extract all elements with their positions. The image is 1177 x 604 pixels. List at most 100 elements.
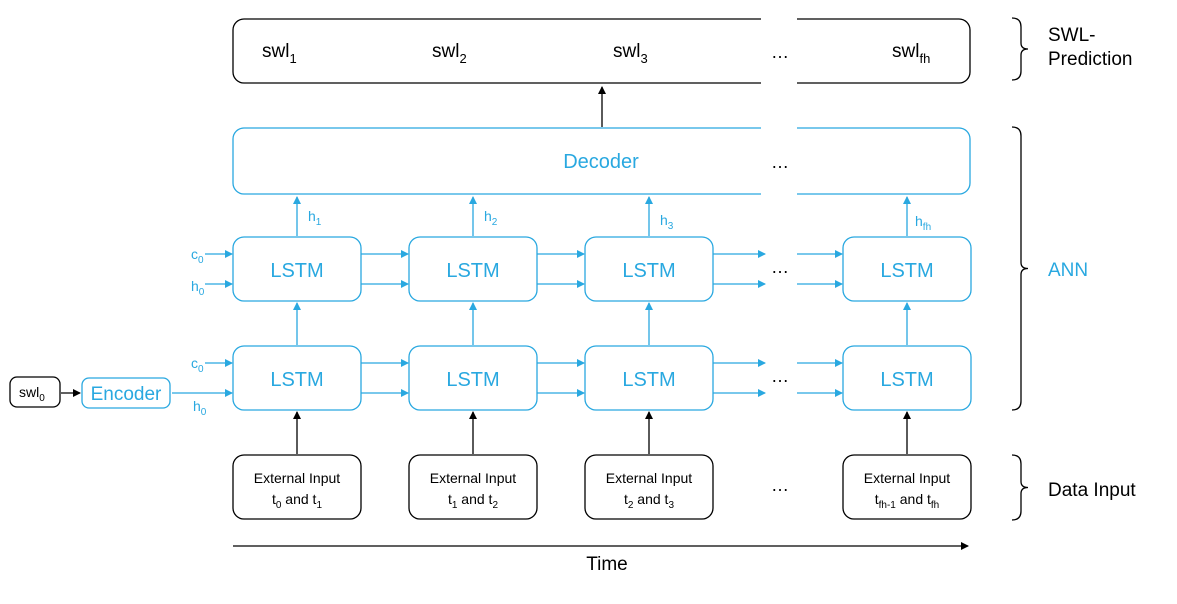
lstm-label-top-3: LSTM [622,260,675,282]
hidden-label-fh: hfh [915,213,931,233]
initial-c0-bottom: c0 [191,355,204,375]
lstm-cell-top-2 [408,236,538,302]
decoder-box-gap [761,122,797,200]
initial-h0-bottom-base: h [193,398,201,414]
external-input-times-3: t2 and t3 [624,491,674,511]
external-input-times-part: and t [896,491,931,507]
external-input-times-part: 2 [628,500,634,511]
data-input-ellipsis: … [771,475,789,495]
prediction-brace [1011,17,1029,81]
lstm-label-bottom-4: LSTM [880,369,933,391]
prediction-swl-2-sub: 2 [459,51,466,66]
lstm-label-top-4: LSTM [880,260,933,282]
ann-brace [1011,126,1029,411]
external-input-box-1 [232,454,362,520]
lstm-cell-bottom-3 [584,345,714,411]
initial-h0-top-sub: 0 [199,287,205,298]
external-input-times-part: t [448,491,452,507]
lstm-row-ellipsis-top: … [771,257,789,277]
prediction-swl-1-sub: 1 [289,51,296,66]
lstm-label-top-1: LSTM [270,260,323,282]
external-input-times-part: 0 [276,500,282,511]
hidden-label-2-base: h [484,208,492,224]
external-input-times-part: and t [457,491,492,507]
initial-h0-bottom: h0 [193,398,207,418]
hidden-label-2-sub: 2 [492,217,498,228]
external-input-times-part: fh [931,500,939,511]
external-input-times-part: and t [633,491,668,507]
swl0-input-label: swl0 [19,384,45,404]
brace-label-prediction-2: Prediction [1048,49,1133,70]
external-input-times-1: t0 and t1 [272,491,322,511]
lstm-label-bottom-1: LSTM [270,369,323,391]
prediction-swl-3-base: swl [613,41,640,62]
initial-h0-top-base: h [191,278,199,294]
external-input-box-4 [842,454,972,520]
decoder-label: Decoder [563,151,639,173]
external-input-box-3 [584,454,714,520]
initial-h0-bottom-sub: 0 [201,407,207,418]
initial-c0-top-base: c [191,246,198,262]
lstm-cell-top-1 [232,236,362,302]
swl0-input-box [9,376,61,408]
lstm-label-bottom-3: LSTM [622,369,675,391]
hidden-label-1: h1 [308,208,322,228]
brace-label-ann: ANN [1048,260,1088,281]
external-input-times-part: 3 [668,500,674,511]
lstm-cell-top-4 [842,236,972,302]
encoder-box [81,377,171,409]
swl0-input-label-sub: 0 [39,393,45,404]
swl0-input-label-base: swl [19,384,39,400]
prediction-swl-2: swl2 [432,41,467,66]
lstm-label-top-2: LSTM [446,260,499,282]
initial-c0-bottom-base: c [191,355,198,371]
external-input-title-3: External Input [606,470,692,486]
external-input-times-4: tfh-1 and tfh [875,491,940,511]
prediction-ellipsis: … [771,42,789,62]
prediction-swl-3-sub: 3 [640,51,647,66]
lstm-cell-top-3 [584,236,714,302]
encoder-label: Encoder [91,384,162,405]
time-label: Time [586,554,628,575]
external-input-times-part: 2 [492,500,498,511]
hidden-label-3-base: h [660,212,668,228]
prediction-swl-2-base: swl [432,41,459,62]
data-input-brace [1011,454,1029,521]
brace-label-data-input: Data Input [1048,480,1136,501]
initial-c0-top: c0 [191,246,204,266]
prediction-swl-fh-sub: fh [919,51,930,66]
external-input-title-4: External Input [864,470,950,486]
hidden-label-3: h3 [660,212,674,232]
external-input-times-part: t [272,491,276,507]
brace-label-prediction-1: SWL- [1048,25,1096,46]
hidden-label-1-base: h [308,208,316,224]
lstm-cell-bottom-2 [408,345,538,411]
prediction-box [232,18,971,84]
hidden-label-fh-base: h [915,213,923,229]
external-input-times-part: 1 [452,500,458,511]
external-input-times-part: t [875,491,879,507]
external-input-times-part: fh-1 [879,500,897,511]
hidden-label-2: h2 [484,208,498,228]
initial-c0-bottom-sub: 0 [198,364,204,375]
lstm-cell-bottom-1 [232,345,362,411]
prediction-swl-1-base: swl [262,41,289,62]
prediction-swl-1: swl1 [262,41,297,66]
external-input-times-part: and t [281,491,316,507]
initial-h0-top: h0 [191,278,205,298]
decoder-ellipsis: … [771,152,789,172]
external-input-title-2: External Input [430,470,516,486]
lstm-label-bottom-2: LSTM [446,369,499,391]
hidden-label-1-sub: 1 [316,217,322,228]
lstm-cell-bottom-4 [842,345,972,411]
prediction-swl-3: swl3 [613,41,648,66]
hidden-label-fh-sub: fh [923,222,931,233]
external-input-times-part: t [624,491,628,507]
external-input-title-1: External Input [254,470,340,486]
prediction-box-gap [761,14,797,88]
prediction-swl-fh-base: swl [892,41,919,62]
hidden-label-3-sub: 3 [668,221,674,232]
prediction-swl-fh: swlfh [892,41,930,66]
external-input-box-2 [408,454,538,520]
